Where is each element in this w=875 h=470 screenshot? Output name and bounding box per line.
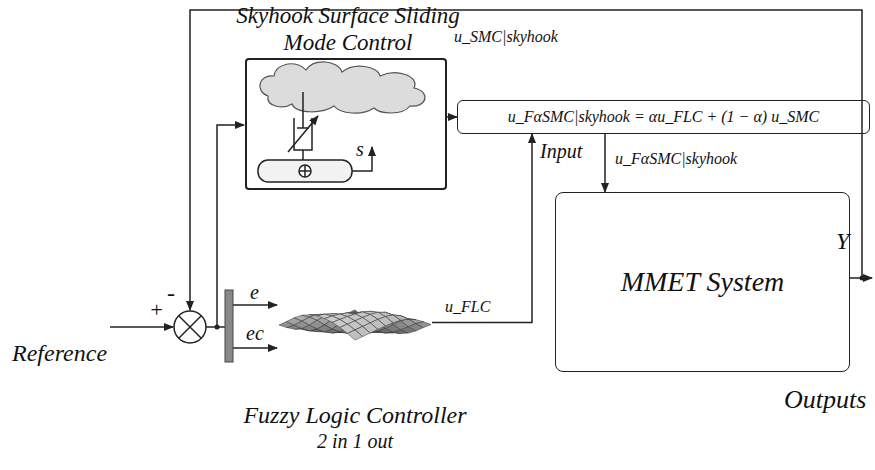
decoration	[258, 92, 372, 182]
text-holder: MMET System	[556, 193, 849, 371]
signal-label: -	[167, 280, 175, 306]
fuzzy-surface	[279, 310, 431, 340]
damper-rod-top	[302, 92, 304, 128]
text-holder: u_FαSMC|skyhook = αu_FLC + (1 − α) u_SMC	[458, 101, 869, 133]
edge-label: u_SMC|skyhook	[452, 28, 560, 46]
mux-bar	[225, 290, 233, 362]
feedback-wire	[190, 10, 862, 310]
node-title: u_FαSMC|skyhook = αu_FLC + (1 − α) u_SMC	[508, 108, 819, 126]
text-holder: Skyhook Surface Sliding Mode Control	[232, 3, 464, 56]
surface-patch	[347, 330, 362, 340]
mass-sum	[299, 165, 311, 177]
signal-label: Y	[836, 228, 849, 254]
edge-label: u_FαSMC|skyhook	[613, 150, 739, 168]
signal-label: e	[250, 281, 259, 303]
e-wire	[233, 304, 277, 306]
signal-connector	[447, 116, 457, 118]
signal-label: s	[356, 138, 364, 160]
signal-connector	[432, 134, 532, 323]
signal-label: Input	[540, 140, 582, 162]
text-holder: Fuzzy Logic Controller2 in 1 out	[220, 402, 490, 453]
junction-cross	[179, 316, 201, 338]
ec-wire	[233, 347, 277, 349]
decoration	[110, 10, 872, 348]
plant-box: MMET System	[555, 192, 850, 372]
controller-box: Skyhook Surface Sliding Mode Control	[245, 58, 447, 190]
output-tap-dot	[860, 276, 865, 281]
mass-block	[258, 160, 352, 182]
fuzzy-controller: Fuzzy Logic Controller2 in 1 out	[278, 248, 432, 400]
variable-arrow	[288, 116, 318, 152]
sky-cloud	[260, 62, 425, 113]
node-title: Fuzzy Logic Controller	[220, 402, 490, 430]
node-subtitle: 2 in 1 out	[220, 430, 490, 453]
junction-dot	[215, 325, 220, 330]
blend-formula-box: u_FαSMC|skyhook = αu_FLC + (1 − α) u_SMC	[457, 100, 870, 134]
signal-label: Outputs	[784, 386, 866, 415]
reference-wire	[110, 326, 173, 328]
node-title: Skyhook Surface Sliding Mode Control	[232, 3, 464, 56]
signal-label: Reference	[12, 340, 107, 366]
damper-rod-bottom	[302, 150, 304, 160]
edge-label: u_FLC	[443, 298, 492, 316]
signal-connector	[604, 134, 606, 192]
signal-label: +	[149, 298, 164, 322]
node-title: MMET System	[621, 266, 785, 298]
mass-plus	[299, 165, 311, 177]
summing-junction	[174, 311, 206, 343]
signal-label: ec	[246, 322, 264, 344]
